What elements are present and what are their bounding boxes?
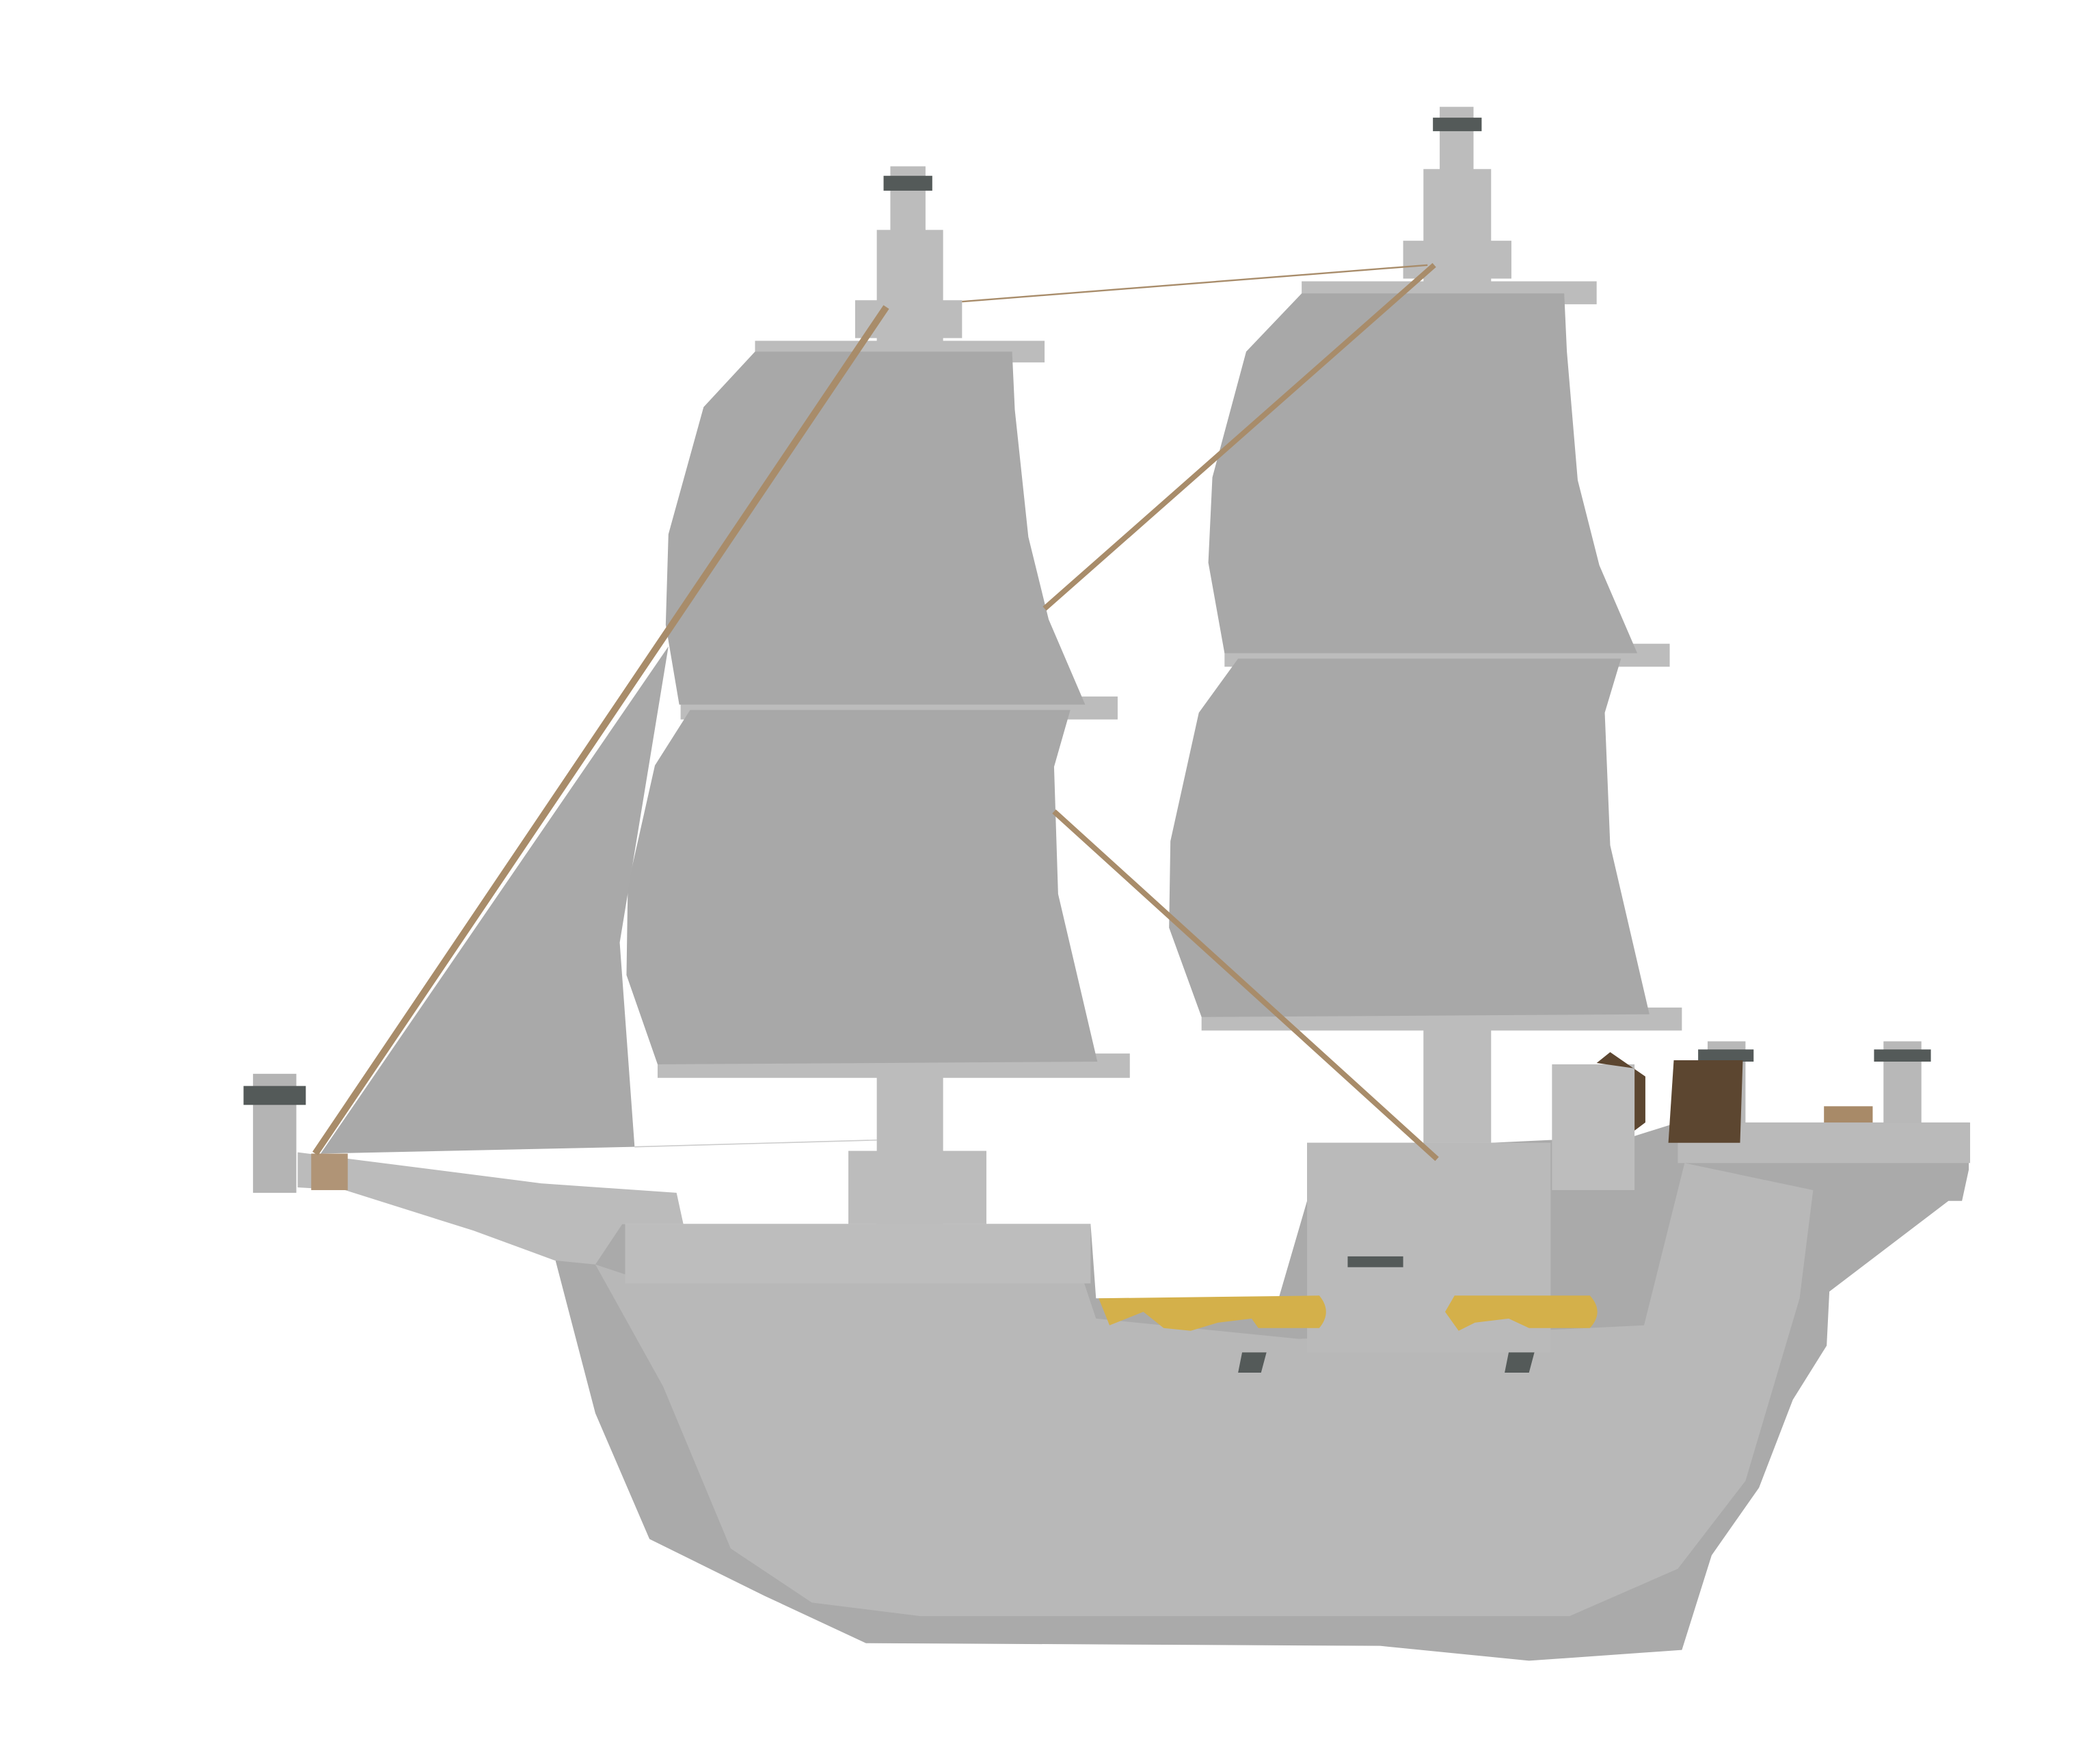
rigging bbox=[312, 262, 1439, 1161]
main-course bbox=[1169, 658, 1650, 1017]
posts bbox=[243, 1041, 1931, 1193]
mast-cap bbox=[883, 176, 932, 191]
bow-deck bbox=[297, 1152, 684, 1265]
gun-port bbox=[1505, 1352, 1535, 1373]
crate bbox=[1668, 1060, 1743, 1143]
sails bbox=[321, 293, 1650, 1154]
mast-cap bbox=[1433, 118, 1482, 131]
stern-cabin bbox=[1552, 1064, 1635, 1190]
main-topsail bbox=[1208, 293, 1638, 654]
gun-port bbox=[1238, 1352, 1267, 1373]
forecastle bbox=[625, 1224, 1091, 1284]
cannon bbox=[1444, 1295, 1598, 1331]
jib-sail bbox=[321, 646, 669, 1154]
fore-topsail bbox=[665, 351, 1086, 705]
gun-port bbox=[1347, 1256, 1403, 1267]
fore-course bbox=[626, 710, 1098, 1064]
cannons bbox=[1099, 1256, 1598, 1373]
hull bbox=[297, 1064, 1970, 1661]
hull-side bbox=[595, 1163, 1814, 1617]
cannon bbox=[1099, 1295, 1326, 1331]
